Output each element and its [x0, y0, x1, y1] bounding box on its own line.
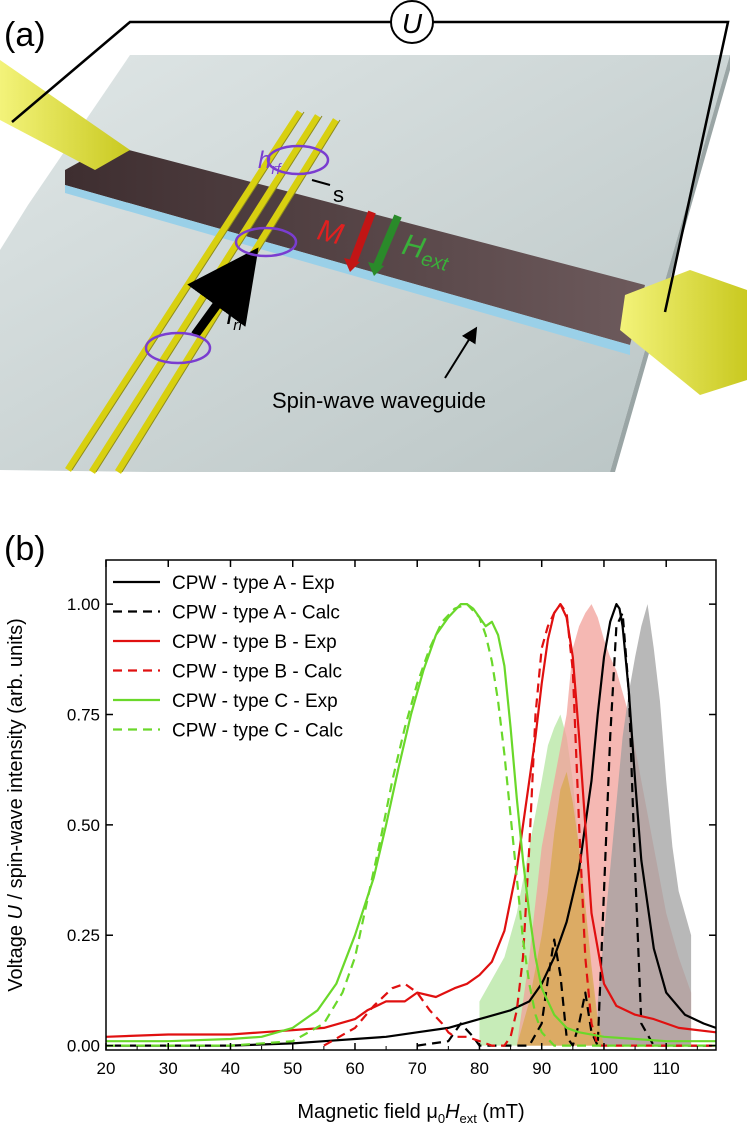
x-tick-label: 110: [653, 1059, 680, 1078]
x-tick-label: 40: [221, 1059, 240, 1078]
x-tick-label: 60: [346, 1059, 365, 1078]
series-line-2: [417, 611, 716, 1047]
legend-label: CPW - type A - Calc: [172, 603, 340, 624]
x-axis-label: Magnetic field μ0Hext (mT): [297, 1101, 524, 1126]
gap-s-label: s: [333, 182, 344, 207]
y-tick-label: 0.00: [67, 1037, 100, 1056]
panel-b-label: (b): [4, 530, 46, 568]
panel-b: (b) 20 30 40 50 60 70 80 90 100 110 0.00 0.25 0.50 0.…: [4, 530, 717, 1126]
legend-label: CPW - type A - Exp: [172, 573, 335, 594]
magnetization-arrow: [348, 210, 376, 267]
contact-pad-right: [620, 270, 747, 395]
voltmeter-symbol: [390, 0, 434, 44]
i-rf-label: Irf: [226, 300, 244, 334]
y-axis-label-part: / spin-wave intensity (arb. units): [5, 618, 27, 905]
x-axis-label-part: H: [445, 1101, 460, 1123]
waveguide-pointer: [444, 326, 478, 379]
h-rf-label: hrf: [258, 147, 282, 178]
external-field-arrow: [372, 214, 402, 270]
series-line-1: [106, 602, 716, 1047]
external-field-arrowhead: [368, 262, 384, 276]
rf-field-loops: [144, 144, 330, 365]
x-tick-label: 70: [408, 1059, 427, 1078]
x-axis-label-part: 0: [438, 1111, 445, 1126]
waveguide-label: Spin-wave waveguide: [272, 388, 486, 413]
y-tick-label: 0.50: [67, 816, 100, 835]
y-axis-label-part: Voltage: [5, 919, 27, 991]
plot-frame: [105, 559, 717, 1051]
voltage-label: U: [402, 8, 423, 39]
legend-label: CPW - type B - Exp: [172, 632, 337, 653]
spin-wave-waveguide: [65, 145, 645, 345]
chart: 20 30 40 50 60 70 80 90 100 110 0.00 0.25 0.50 0.75 1.…: [5, 559, 717, 1126]
series-line-6: [106, 602, 716, 1047]
y-tick-label: 0.25: [67, 926, 100, 945]
series-line-4: [323, 602, 716, 1047]
x-axis-label-part: (mT): [477, 1101, 525, 1123]
y-tick-label: 1.00: [67, 595, 100, 614]
x-tick-label: 90: [532, 1059, 551, 1078]
y-axis-label: Voltage U / spin-wave intensity (arb. un…: [5, 618, 27, 992]
panel-a: (a): [0, 0, 747, 474]
x-axis-label-part: ext: [460, 1111, 478, 1126]
x-tick-label: 100: [590, 1059, 618, 1078]
contact-pad-left: [0, 60, 130, 170]
magnetization-arrowhead: [344, 258, 360, 272]
legend-label: CPW - type B - Calc: [172, 662, 342, 683]
waveguide-edge: [65, 185, 630, 355]
gap-marker: [311, 179, 331, 186]
legend-label: CPW - type C - Exp: [172, 691, 338, 712]
plot-area: [106, 602, 716, 1047]
x-tick-label: 50: [283, 1059, 302, 1078]
shaded-area-3: [597, 604, 692, 1046]
x-tick-label: 20: [97, 1059, 116, 1078]
x-tick-label: 30: [159, 1059, 178, 1078]
legend-label: CPW - type C - Calc: [172, 721, 343, 742]
x-axis-label-part: Magnetic field μ: [297, 1101, 437, 1123]
x-tick-label: 80: [470, 1059, 489, 1078]
substrate-edge: [610, 55, 730, 472]
rf-current-arrow: [187, 247, 259, 338]
panel-a-label: (a): [4, 16, 46, 54]
y-axis-label-part: U: [5, 904, 27, 919]
series-line-5: [106, 602, 716, 1043]
y-tick-label: 0.75: [67, 706, 100, 725]
